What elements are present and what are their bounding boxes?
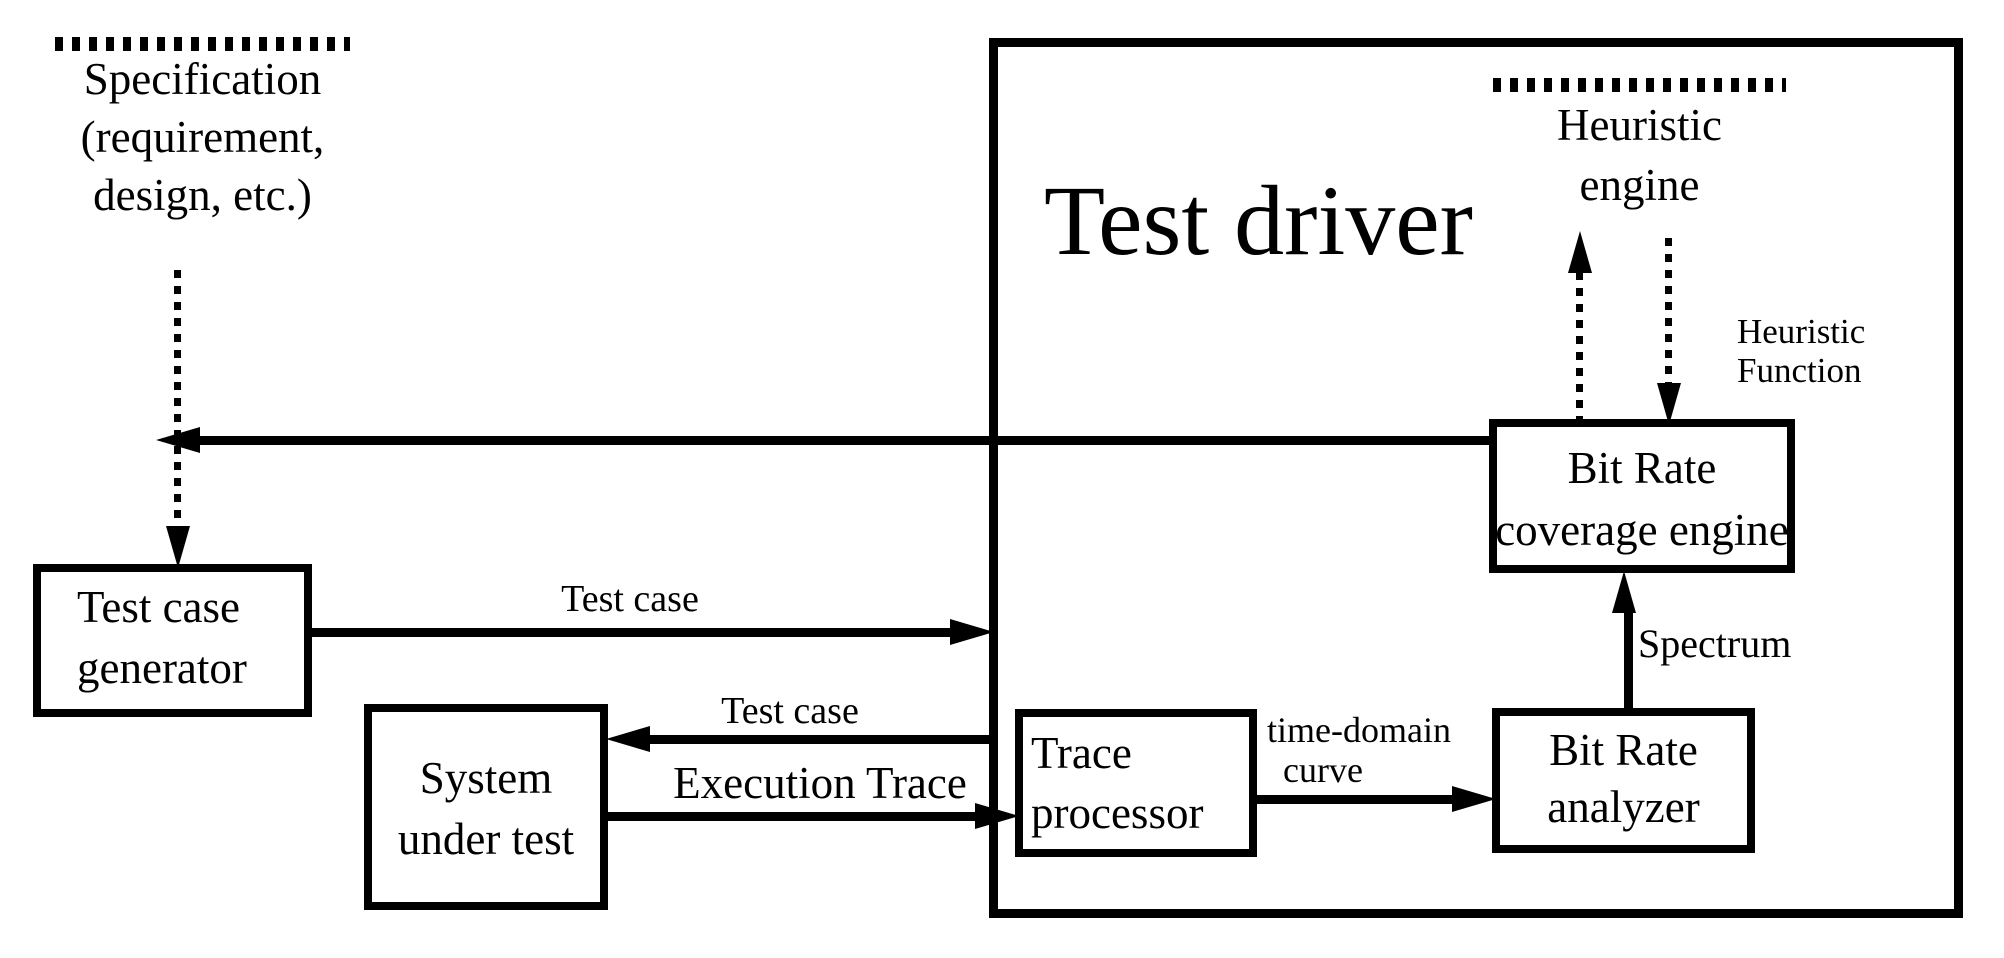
time-domain-curve-label-line2: curve	[1283, 750, 1363, 790]
spec-to-generator-dotted-line	[174, 270, 181, 528]
bit-rate-analyzer-label-line1: Bit Rate	[1549, 725, 1698, 775]
trace-processor-label-line2: processor	[1031, 788, 1204, 838]
test-case-to-sut-arrowhead-icon	[606, 726, 650, 752]
test-case-to-driver-line	[312, 628, 952, 637]
test-case-to-sut-label: Test case	[721, 690, 859, 732]
system-under-test-label-line2: under test	[397, 814, 575, 864]
heuristic-engine-box	[1493, 78, 1786, 233]
heuristic-engine-box-border-top	[1493, 78, 1786, 85]
heuristic-to-coverage-arrowhead-icon	[1657, 383, 1681, 425]
specification-label: Specification (requirement, design, etc.…	[55, 50, 350, 224]
heuristic-function-label: Heuristic Function	[1737, 312, 1865, 390]
trace-processor-label: Trace processor	[1031, 723, 1203, 843]
time-domain-curve-line	[1257, 795, 1454, 804]
trace-processor-label-line1: Trace	[1031, 728, 1132, 778]
specification-box	[55, 37, 350, 268]
specification-box-border-bottom	[55, 44, 350, 51]
heuristic-engine-box-border-bottom	[1493, 85, 1786, 92]
heuristic-to-coverage-dotted-line	[1665, 238, 1672, 383]
bit-rate-coverage-engine-label-line1: Bit Rate	[1567, 443, 1717, 493]
bit-rate-coverage-engine-box	[1489, 419, 1795, 573]
test-driver-title: Test driver	[1044, 165, 1473, 276]
system-under-test-label: System under test	[364, 748, 608, 870]
bit-rate-analyzer-box	[1492, 708, 1755, 853]
time-domain-curve-arrowhead-icon	[1452, 786, 1496, 812]
bit-rate-coverage-engine-label: Bit Rate coverage engine	[1489, 437, 1795, 561]
execution-trace-label: Execution Trace	[673, 758, 967, 808]
test-case-generator-label-line1: Test case	[77, 582, 241, 632]
execution-trace-arrowhead-icon	[975, 803, 1019, 829]
spectrum-label: Spectrum	[1638, 621, 1792, 666]
heuristic-engine-label-line1: Heuristic	[1557, 100, 1722, 150]
time-domain-curve-label-line1: time-domain	[1267, 710, 1451, 750]
specification-label-line3: design, etc.)	[93, 170, 312, 220]
bit-rate-coverage-engine-label-line2: coverage engine	[1495, 505, 1789, 555]
spectrum-arrowhead-icon	[1612, 571, 1636, 613]
coverage-feedback-arrowhead-icon	[156, 427, 200, 453]
heuristic-function-label-line2: Function	[1737, 351, 1862, 390]
test-case-generator-label: Test case generator	[77, 577, 247, 699]
system-under-test-label-line1: System	[419, 753, 553, 803]
test-case-to-driver-arrowhead-icon	[950, 619, 994, 645]
coverage-to-heuristic-dotted-line	[1576, 272, 1583, 423]
bit-rate-analyzer-label-line2: analyzer	[1547, 782, 1700, 832]
specification-label-line1: Specification	[83, 54, 322, 104]
execution-trace-line	[608, 812, 977, 821]
coverage-to-heuristic-arrowhead-icon	[1568, 231, 1592, 273]
trace-processor-box	[1015, 709, 1257, 857]
heuristic-engine-label: Heuristic engine	[1493, 95, 1786, 215]
test-case-generator-box	[33, 564, 312, 717]
spec-to-generator-arrowhead-icon	[166, 526, 190, 568]
spectrum-line	[1624, 613, 1633, 712]
specification-box-border-top	[55, 37, 350, 44]
test-case-to-sut-line	[650, 735, 993, 744]
test-case-generator-label-line2: generator	[77, 643, 247, 693]
time-domain-curve-label: time-domain curve	[1267, 710, 1451, 790]
heuristic-engine-label-line2: engine	[1579, 160, 1700, 210]
coverage-feedback-line	[196, 436, 1493, 445]
heuristic-function-label-line1: Heuristic	[1737, 312, 1866, 351]
specification-label-line2: (requirement,	[80, 112, 325, 162]
test-case-to-driver-label: Test case	[561, 578, 699, 620]
bit-rate-analyzer-label: Bit Rate analyzer	[1492, 722, 1755, 836]
test-driver-box	[989, 38, 1963, 918]
system-under-test-box	[364, 704, 608, 910]
